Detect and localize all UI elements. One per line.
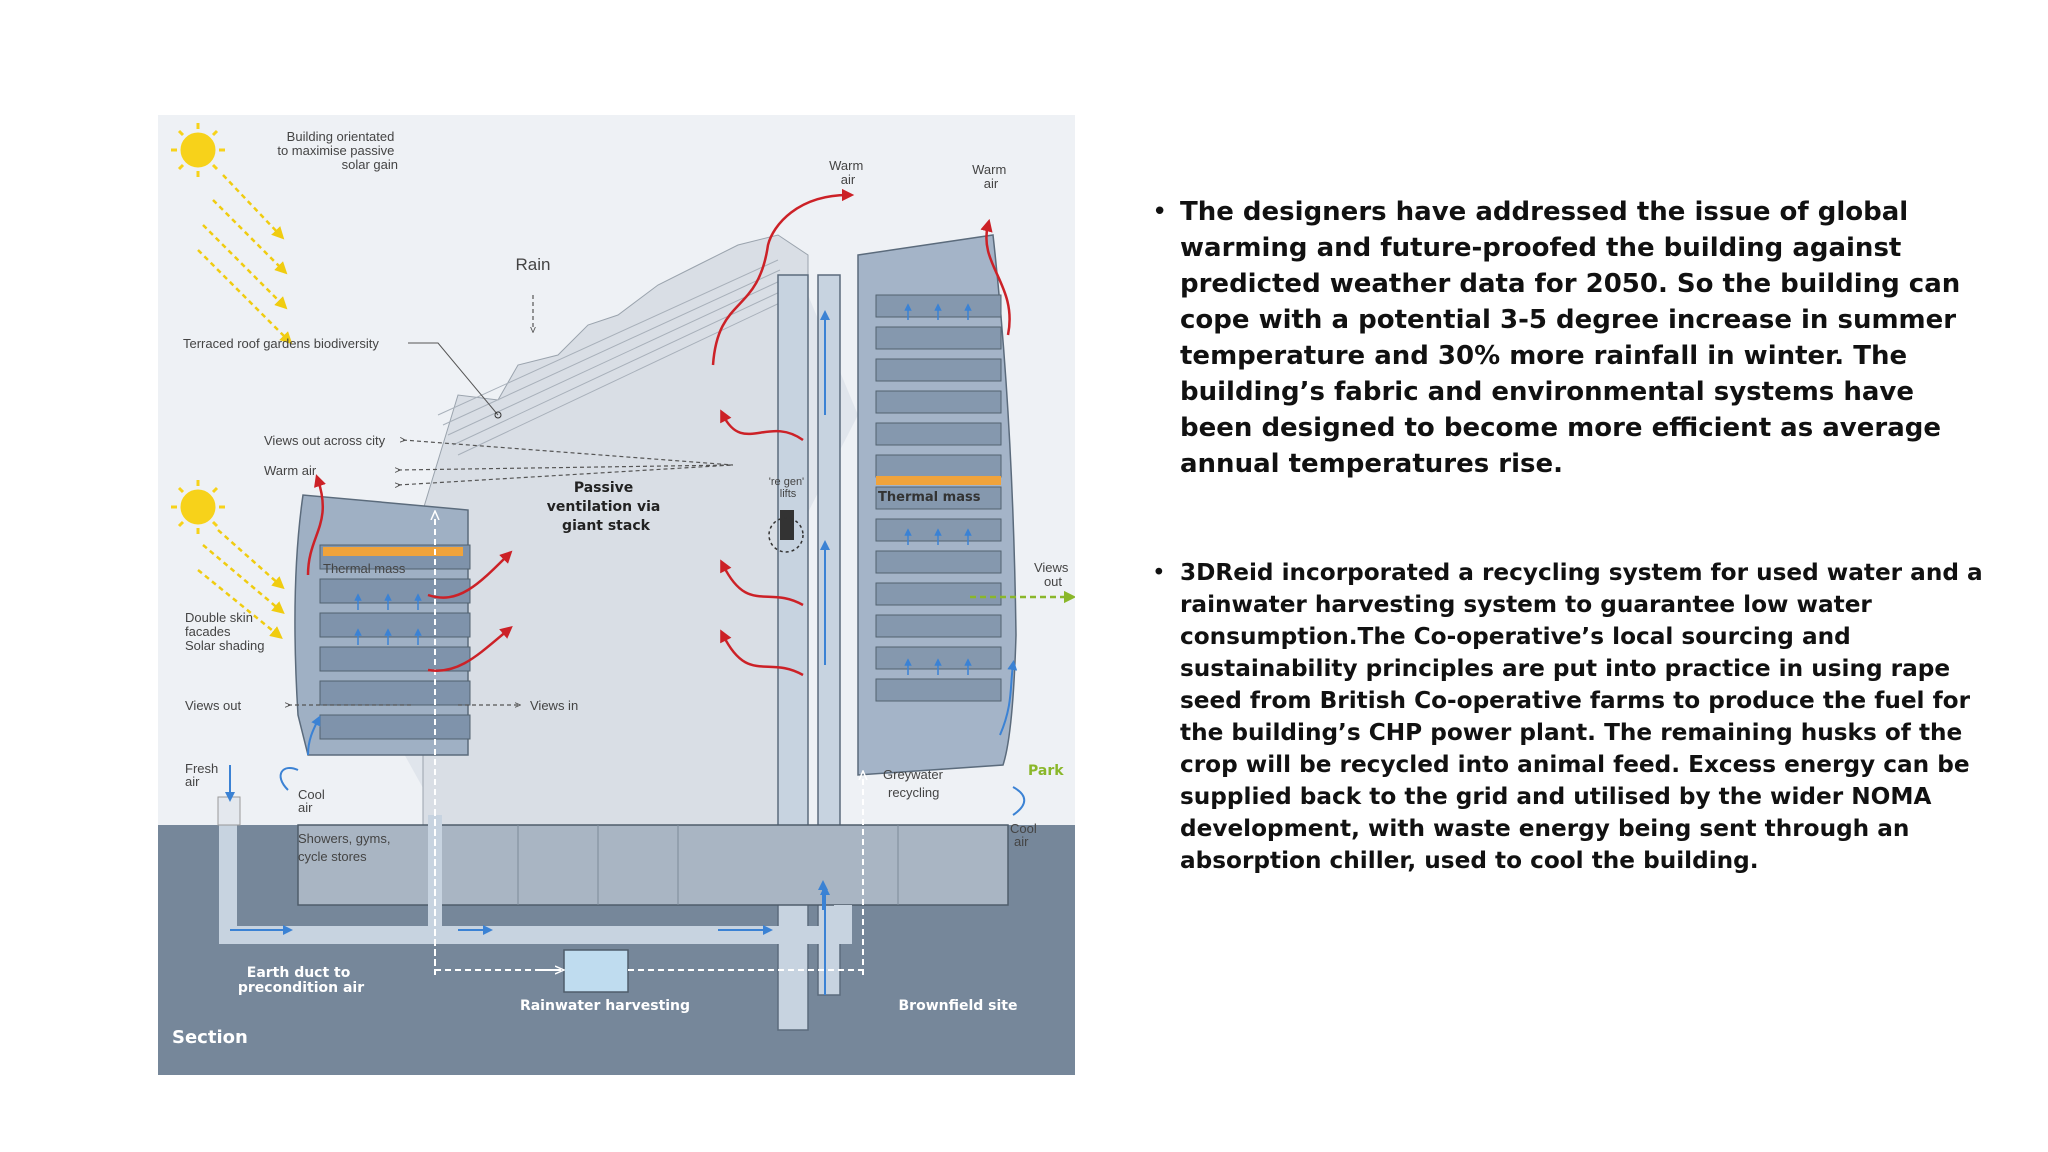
building-section-diagram: Building orientated to maximise passive … (158, 115, 1075, 1075)
label-warm-air-top1: Warm air (829, 158, 867, 187)
sun-top-icon (171, 123, 225, 177)
basement-block (297, 824, 1009, 906)
roof-garden-pin (494, 411, 502, 419)
label-rainwater: Rainwater harvesting (520, 998, 690, 1014)
label-warm-air-left: Warm air (264, 463, 317, 478)
thermal-mass-left-bar (323, 547, 463, 556)
sun-rays-side (197, 529, 285, 639)
label-thermal-mass-right: Thermal mass (878, 490, 981, 505)
label-views-in: Views in (530, 698, 578, 713)
earth-duct (219, 815, 852, 944)
label-fresh-air: Fresh air (185, 761, 222, 789)
label-earth-duct: Earth duct to precondition air (238, 965, 364, 996)
lift-shaft (817, 274, 841, 996)
label-greywater: Greywater recycling (883, 767, 947, 800)
bullet-recycling-text: • 3DReid incorporated a recycling system… (1150, 557, 1990, 877)
warm-air-arrows (306, 188, 1011, 677)
label-rain: Rain (516, 255, 551, 274)
label-warm-air-top2: Warm air (972, 162, 1010, 191)
bullet-marker: • (1152, 559, 1166, 586)
cool-air-arrows (225, 310, 1018, 995)
label-showers: Showers, gyms, cycle stores (298, 831, 394, 864)
label-views-city: Views out across city (264, 433, 386, 448)
fresh-air-intake (217, 796, 241, 826)
label-double-skin: Double skin facades Solar shading (185, 610, 265, 653)
lift-car (780, 510, 794, 540)
thermal-mass-right-bar (876, 476, 1001, 485)
label-lifts: 're gen' lifts (769, 476, 807, 500)
sun-side-icon (171, 480, 225, 534)
sun-rays-top (197, 174, 293, 345)
floor-up-arrows (354, 303, 972, 675)
ground-right-edge (1013, 870, 1075, 1075)
stack-core (777, 274, 809, 1031)
label-orientation: Building orientated to maximise passive … (277, 129, 398, 172)
label-views-out-right: Views out (1034, 560, 1072, 589)
label-roof-gardens: Terraced roof gardens biodiversity (183, 336, 379, 351)
bullet-list-climate: • The designers have addressed the issue… (1150, 194, 1990, 482)
bullet-climate-body: The designers have addressed the issue o… (1180, 197, 1961, 479)
cool-air-swirl-left (279, 767, 299, 791)
view-lines (288, 295, 734, 705)
bullet-marker: • (1152, 197, 1168, 227)
cool-air-swirl-right (1012, 786, 1026, 816)
bullet-list-recycling: • 3DReid incorporated a recycling system… (1150, 557, 1990, 877)
label-passive-ventilation: Passive ventilation via giant stack (547, 480, 666, 534)
lift-regen-circle (768, 517, 804, 553)
label-section: Section (172, 1027, 248, 1048)
rainwater-tank (563, 949, 629, 993)
label-views-out-left: Views out (185, 698, 242, 713)
label-brownfield: Brownfield site (899, 998, 1018, 1014)
label-cool-air-left: Cool air (298, 787, 328, 815)
bullet-climate-text: • The designers have addressed the issue… (1150, 194, 1990, 482)
label-park: Park (1028, 763, 1064, 779)
bullet-recycling-body: 3DReid incorporated a recycling system f… (1180, 559, 1983, 874)
label-cool-air-right: Cool air (1010, 821, 1040, 849)
roof-garden-leader (408, 342, 499, 416)
label-thermal-mass-left: Thermal mass (323, 561, 406, 576)
